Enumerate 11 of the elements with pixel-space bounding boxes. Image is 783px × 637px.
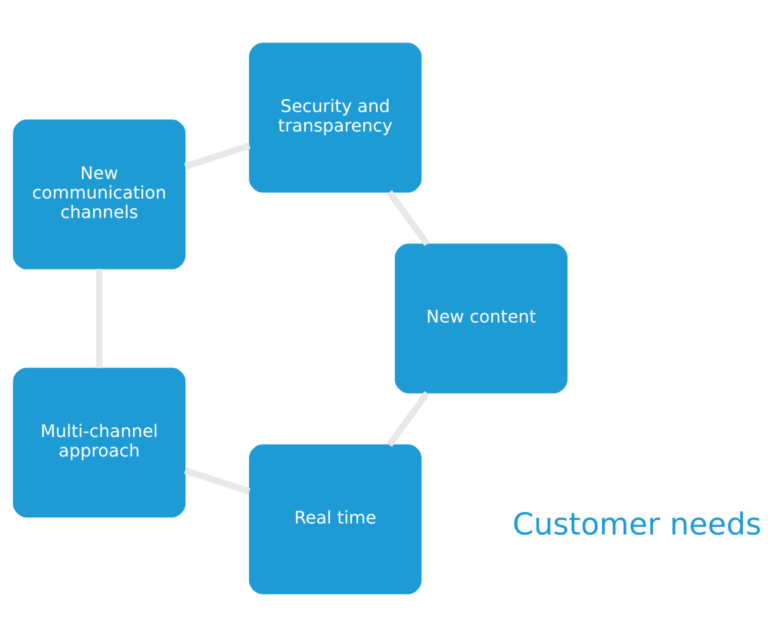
connector [386,190,430,246]
connector [96,268,102,368]
node-box: New content [394,244,567,394]
label: Customer needs [512,507,761,542]
connector [386,391,430,447]
node-box: New communication channels [12,120,186,270]
node-box: Real time [248,444,422,594]
connector [184,142,250,170]
connector [184,467,250,494]
node-box: Multi-channel approach [12,368,186,518]
node-box: Security and transparency [248,42,422,193]
